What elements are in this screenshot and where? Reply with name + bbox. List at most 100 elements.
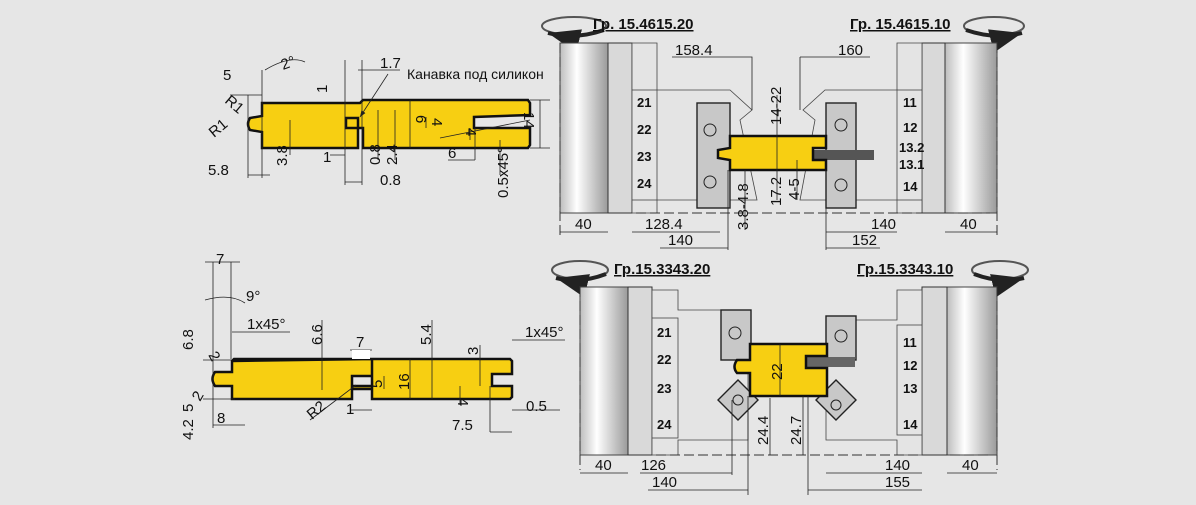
- slot-label: 24: [637, 176, 652, 191]
- tool-group-left-title: Гр. 15.4615.20: [593, 16, 694, 33]
- spindle-left: [579, 286, 629, 456]
- slot-labels-left: 21 22 23 24: [637, 95, 652, 191]
- dim: 6.6: [309, 324, 326, 345]
- cutter-knife: [825, 315, 857, 361]
- slot-label: 22: [657, 352, 671, 367]
- dim: 22: [769, 363, 786, 380]
- dim: 160: [838, 42, 863, 59]
- dim: 1x45°: [525, 324, 564, 341]
- slot-labels-right: 11 12 13 14: [903, 335, 918, 432]
- dim: 0.8: [367, 144, 384, 165]
- dim: 1.7: [380, 55, 401, 72]
- slot-label: 13: [903, 381, 917, 396]
- rotation-ccw-icon: [551, 260, 609, 298]
- slot-label: 13.2: [899, 140, 924, 155]
- slot-label: 14: [903, 417, 918, 432]
- dim: 3.8: [274, 145, 291, 166]
- tooling-set-1: Гр. 15.4615.20 Гр. 15.4615.10 21 22 23 2…: [541, 16, 1025, 250]
- dim: 6: [448, 145, 456, 162]
- dim: 152: [852, 232, 877, 249]
- dim: 4.2: [180, 419, 197, 440]
- slot-label: 24: [657, 417, 672, 432]
- slot-label: 21: [637, 95, 651, 110]
- board-workpiece-1: [716, 134, 828, 172]
- tool-group-right-title: Гр. 15.4615.10: [850, 16, 951, 33]
- slot-label: 12: [903, 120, 917, 135]
- slot-label: 22: [637, 122, 651, 137]
- dim: 140: [668, 232, 693, 249]
- slot-label: 11: [903, 335, 917, 350]
- dim: 9°: [246, 288, 260, 305]
- dim: R1: [221, 92, 247, 117]
- tooling-set-2: Гр.15.3343.20 Гр.15.3343.10 21 22 23 24: [551, 260, 1029, 495]
- profile-2: 7 9° 1x45° 6.8 2 6.6 7 5.4 3 1x45° 16 5 …: [180, 251, 565, 440]
- tool-group-left-title: Гр.15.3343.20: [614, 261, 710, 278]
- dim: 14-22: [768, 87, 785, 125]
- slot-labels-right: 11 12 13.2 13.1 14: [899, 95, 924, 194]
- slot-label: 14: [903, 179, 918, 194]
- dim: 2: [205, 349, 224, 365]
- dim: 5: [369, 380, 386, 388]
- rotation-cw-icon: [963, 16, 1025, 53]
- slot-label: 21: [657, 325, 671, 340]
- dim: 4-5: [786, 178, 803, 200]
- slot-label: 23: [657, 381, 671, 396]
- board-profile-2: [211, 357, 514, 401]
- tool-group-right-title: Гр.15.3343.10: [857, 261, 953, 278]
- dim: 2: [189, 388, 208, 404]
- dim: 5.8: [208, 162, 229, 179]
- dim: 126: [641, 457, 666, 474]
- slot-label: 13.1: [899, 157, 924, 172]
- dim: 140: [885, 457, 910, 474]
- dim: 1: [346, 401, 354, 418]
- spindle-right: [946, 286, 998, 456]
- dim: 0.5x45°: [495, 147, 512, 198]
- dim: 0.5: [526, 398, 547, 415]
- dim: 158.4: [675, 42, 713, 59]
- dim: 5.4: [418, 324, 435, 345]
- dim: 0.8: [380, 172, 401, 189]
- dim: 40: [575, 216, 592, 233]
- dim: 4: [462, 128, 479, 136]
- dim: 17.2: [768, 177, 785, 206]
- dim: 40: [960, 216, 977, 233]
- dim: 1x45°: [247, 316, 286, 333]
- dim: 3: [465, 347, 482, 355]
- dim: 5: [223, 67, 231, 84]
- cutter-knife: [720, 309, 752, 361]
- board-profile-1: [246, 98, 532, 150]
- dim: 40: [595, 457, 612, 474]
- dim: 140: [871, 216, 896, 233]
- dim: 24.7: [788, 416, 805, 445]
- rotation-ccw-icon: [541, 16, 607, 53]
- dim: 40: [962, 457, 979, 474]
- rotation-cw-icon: [971, 260, 1029, 298]
- dim: 5: [180, 404, 197, 412]
- board-workpiece-2: [733, 342, 829, 398]
- dim: 7: [356, 334, 364, 351]
- dim: R1: [206, 116, 232, 141]
- slot-labels-left: 21 22 23 24: [657, 325, 672, 432]
- dim: 4: [454, 398, 471, 406]
- slot-label: 11: [903, 95, 917, 110]
- dim: 155: [885, 474, 910, 491]
- dim: 24.4: [755, 416, 772, 445]
- dim: 6.8: [180, 329, 197, 350]
- dim: 7.5: [452, 417, 473, 434]
- slot-label: 23: [637, 149, 651, 164]
- dim: 128.4: [645, 216, 683, 233]
- dim: 2°: [279, 53, 298, 74]
- dim: 140: [652, 474, 677, 491]
- dim: 16: [396, 373, 413, 390]
- profile-1: Канавка под силикон 5 2° R1 R1 1 1.7 6 4…: [206, 53, 550, 198]
- spindle-left: [559, 42, 609, 214]
- dim: 1: [314, 85, 331, 93]
- dim: 1: [323, 149, 331, 166]
- dim: R2: [304, 398, 330, 423]
- dim: 2.4: [384, 144, 401, 165]
- dim: 7: [216, 251, 224, 268]
- note-silicone-groove: Канавка под силикон: [407, 66, 544, 82]
- dim: 6: [412, 115, 429, 123]
- dim: 8: [217, 410, 225, 427]
